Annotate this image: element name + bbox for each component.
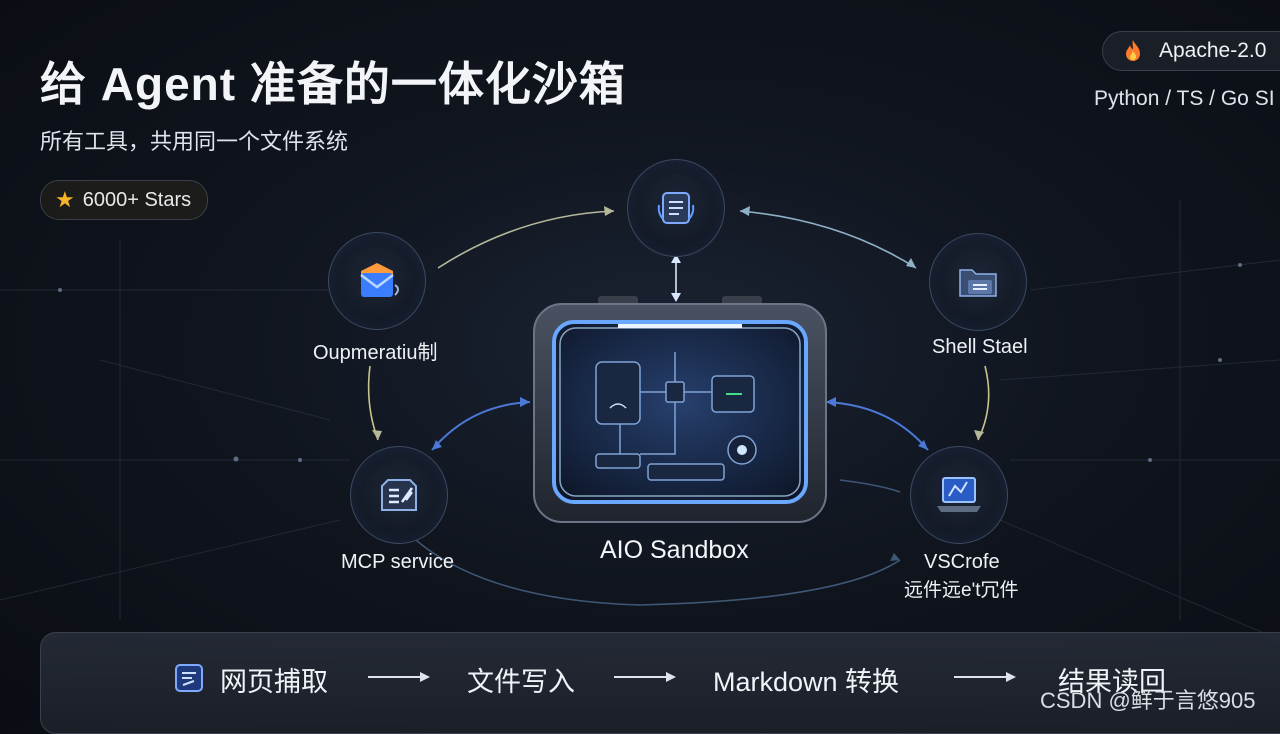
node-sublabel-right-lower: 远件远e't冗件 xyxy=(904,580,1019,601)
folder-node[interactable] xyxy=(929,233,1027,331)
mail-node[interactable] xyxy=(328,232,426,330)
pipeline-step-2: 文件写入 xyxy=(467,667,575,697)
node-label-right-upper: Shell Stael xyxy=(932,336,1028,358)
mcp-node[interactable] xyxy=(350,446,448,544)
license-label: Apache-2.0 xyxy=(1159,39,1267,62)
document-icon xyxy=(657,192,695,224)
star-icon: ★ xyxy=(55,187,75,212)
stars-label: 6000+ Stars xyxy=(82,188,192,211)
pipeline-step-4: 结果读回 xyxy=(1058,667,1166,697)
arrow-right-icon xyxy=(368,672,430,682)
mail-icon xyxy=(360,263,399,297)
folder-icon xyxy=(959,269,997,297)
laptop-node[interactable] xyxy=(910,446,1008,544)
stars-badge[interactable]: ★ 6000+ Stars xyxy=(40,180,209,220)
pipeline-step-3: Markdown 转换 xyxy=(713,667,900,697)
license-badge[interactable]: Apache-2.0 xyxy=(1102,31,1280,71)
supported-languages: Python / TS / Go SI xyxy=(1094,87,1275,110)
arrow-right-icon xyxy=(954,672,1016,682)
document-node[interactable] xyxy=(627,159,725,257)
sandbox-device xyxy=(533,296,827,523)
mcp-icon xyxy=(381,479,417,511)
node-label-left-upper: Oupmeratiu制 xyxy=(313,342,438,364)
sandbox-label: AIO Sandbox xyxy=(600,536,749,564)
edit-doc-icon xyxy=(175,664,203,692)
arrow-right-icon xyxy=(614,672,676,682)
watermark: CSDN @鲜于言悠905 xyxy=(1040,688,1256,713)
node-label-right-lower: VSCrofe xyxy=(924,551,1000,573)
laptop-icon xyxy=(937,477,981,512)
fire-icon xyxy=(1126,40,1140,61)
node-label-left-lower: MCP service xyxy=(341,551,454,573)
page-title: 给 Agent 准备的一体化沙箱 xyxy=(40,58,626,110)
page-subtitle: 所有工具，共用同一个文件系统 xyxy=(40,129,349,154)
pipeline-step-1: 网页捕取 xyxy=(220,667,328,697)
